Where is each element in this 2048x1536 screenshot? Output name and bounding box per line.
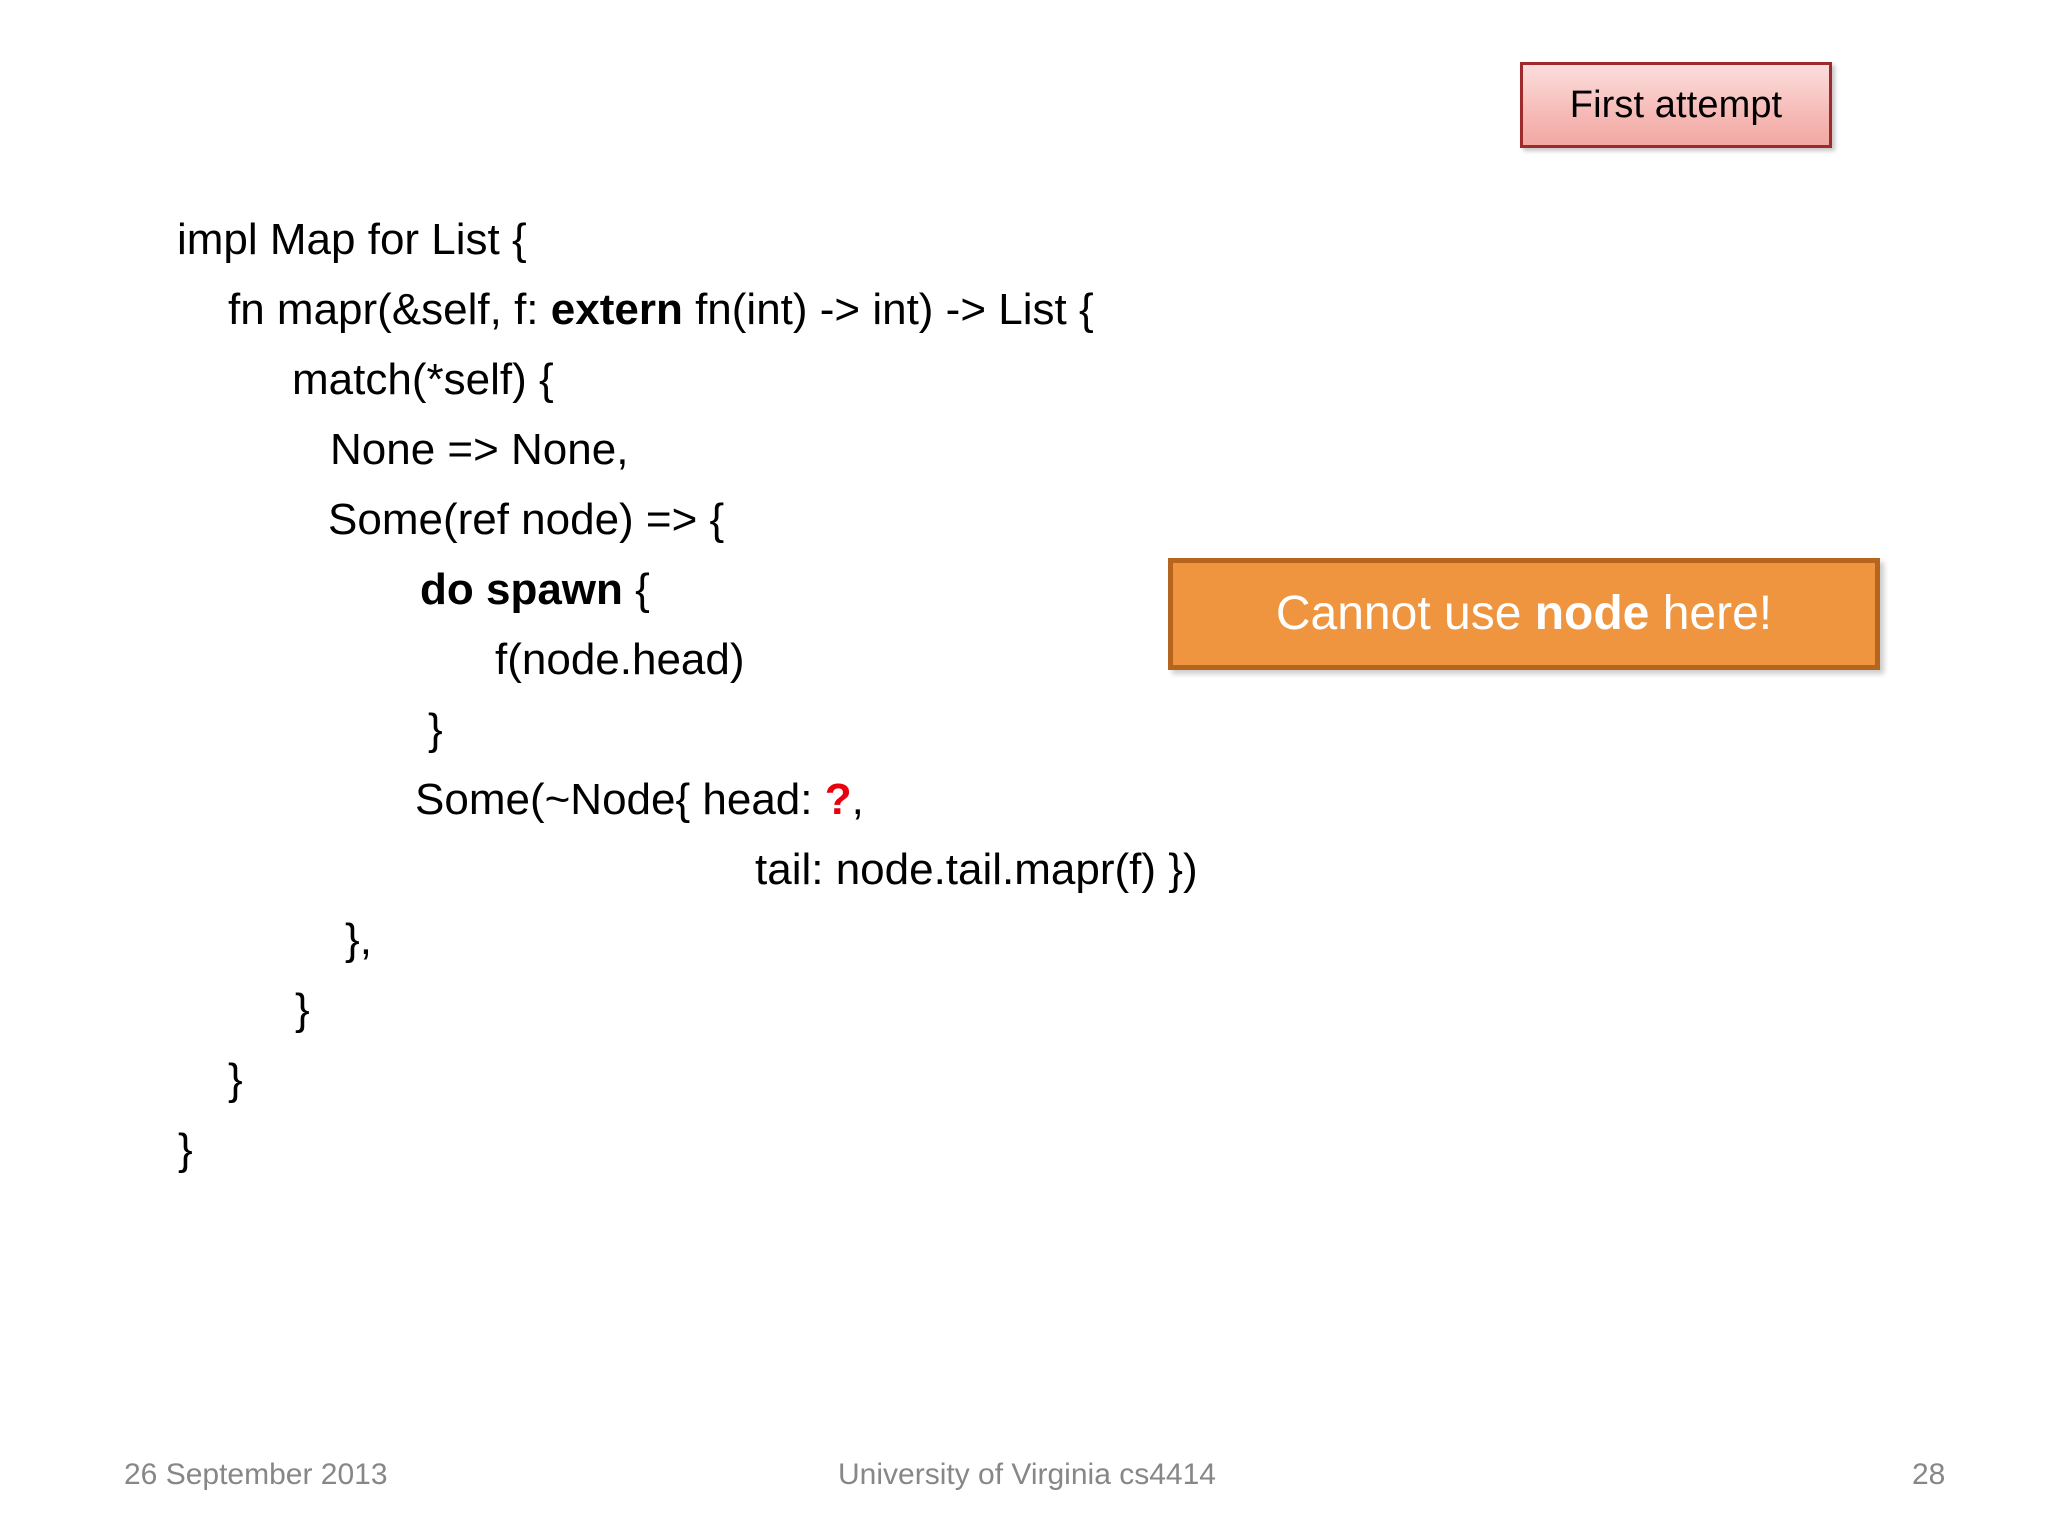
code-line: }	[178, 1128, 193, 1172]
code-text: None => None,	[330, 425, 629, 474]
code-text: fn(int) -> int) -> List {	[682, 285, 1094, 334]
footer-date: 26 September 2013	[124, 1458, 388, 1491]
callout-text: Cannot use node here!	[1276, 590, 1772, 638]
code-text: }	[178, 1125, 193, 1174]
code-line: },	[345, 918, 372, 962]
code-line: do spawn {	[420, 568, 650, 612]
callout-text-bold: node	[1534, 587, 1650, 640]
code-line: }	[228, 1058, 243, 1102]
callout-text-before: Cannot use	[1275, 587, 1535, 640]
footer-course: University of Virginia cs4414	[838, 1458, 1216, 1491]
code-line: Some(~Node{ head: ?,	[415, 778, 864, 822]
callout-text-after: here!	[1649, 587, 1773, 640]
first-attempt-badge: First attempt	[1520, 62, 1832, 148]
code-line: f(node.head)	[495, 638, 745, 682]
code-text: {	[622, 565, 650, 614]
code-text: }	[295, 985, 310, 1034]
code-line: }	[428, 708, 443, 752]
code-line: match(*self) {	[292, 358, 554, 402]
code-text: tail: node.tail.mapr(f) })	[755, 845, 1198, 894]
code-text: ,	[851, 775, 864, 824]
code-text: f(node.head)	[495, 635, 745, 684]
first-attempt-label: First attempt	[1569, 84, 1783, 126]
cannot-use-node-callout: Cannot use node here!	[1168, 558, 1880, 670]
code-line: Some(ref node) => {	[328, 498, 724, 542]
code-text: Some(ref node) => {	[328, 495, 725, 544]
code-text: match(*self) {	[292, 355, 554, 404]
code-line: impl Map for List {	[177, 218, 527, 262]
code-text: },	[345, 915, 372, 964]
code-text: fn mapr(&self, f:	[228, 285, 551, 334]
code-line: None => None,	[330, 428, 628, 472]
code-line: fn mapr(&self, f: extern fn(int) -> int)…	[228, 288, 1094, 332]
footer-page-number: 28	[1912, 1458, 1946, 1491]
code-keyword: do spawn	[420, 565, 623, 614]
code-text: impl Map for List {	[177, 215, 527, 264]
code-text: Some(~Node{ head:	[415, 775, 825, 824]
code-placeholder-question-mark: ?	[824, 775, 852, 824]
code-text: }	[228, 1055, 243, 1104]
code-line: tail: node.tail.mapr(f) })	[755, 848, 1198, 892]
code-line: }	[295, 988, 310, 1032]
code-keyword: extern	[550, 285, 683, 334]
code-text: }	[428, 705, 443, 754]
slide-footer: 26 September 2013 University of Virginia…	[0, 1452, 2048, 1512]
